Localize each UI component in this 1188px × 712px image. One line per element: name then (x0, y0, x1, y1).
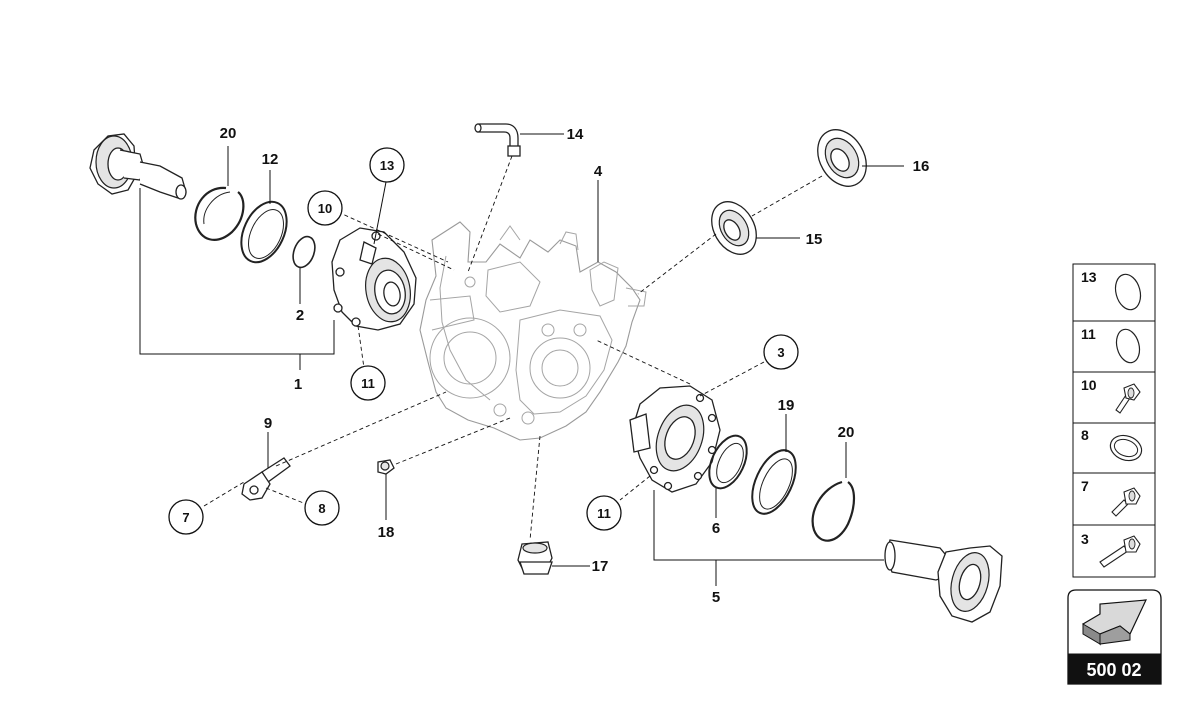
left-output-flange (89, 133, 187, 200)
callout-11-right-text: 11 (597, 506, 611, 521)
gearbox-housing (419, 221, 647, 441)
table-row[interactable]: 3 (1072, 524, 1156, 578)
label-9: 9 (264, 415, 272, 432)
circlip-right (811, 480, 856, 542)
label-16: 16 (913, 158, 930, 175)
label-1: 1 (294, 376, 302, 393)
callout-13[interactable]: 13 (369, 147, 405, 183)
label-4: 4 (594, 163, 603, 180)
callout-8-text: 8 (318, 501, 325, 516)
long-bolt-icon (1099, 535, 1141, 568)
callout-11-left-text: 11 (361, 376, 375, 391)
callout-3[interactable]: 3 (763, 334, 799, 370)
circlip-left (194, 186, 245, 241)
o-ring-6 (708, 434, 748, 490)
o-ring-icon (1114, 273, 1142, 311)
page-code-badge[interactable]: 500 02 (1067, 589, 1162, 685)
callout-13-text: 13 (380, 158, 394, 173)
label-18: 18 (378, 524, 395, 541)
label-19: 19 (778, 397, 795, 414)
callout-8[interactable]: 8 (304, 490, 340, 526)
sensor-9 (241, 457, 291, 501)
label-2: 2 (296, 307, 304, 324)
table-row-number: 8 (1081, 427, 1089, 443)
table-row[interactable]: 10 (1072, 371, 1156, 424)
callout-3-text: 3 (777, 345, 784, 360)
drain-plug-17 (517, 541, 553, 575)
table-row[interactable]: 7 (1072, 472, 1156, 526)
table-row-number: 10 (1081, 377, 1097, 393)
label-5: 5 (712, 589, 720, 606)
callout-10-text: 10 (318, 201, 332, 216)
table-row-number: 13 (1081, 269, 1097, 285)
table-row[interactable]: 8 (1072, 422, 1156, 474)
table-row-number: 7 (1081, 478, 1089, 494)
small-parts-table: 13 11 10 8 (1072, 263, 1156, 578)
label-20-left: 20 (220, 125, 237, 142)
label-6: 6 (712, 520, 720, 537)
label-20-right: 20 (838, 424, 855, 441)
callout-7[interactable]: 7 (168, 499, 204, 535)
callout-11-left[interactable]: 11 (350, 365, 386, 401)
callout-11-right[interactable]: 11 (586, 495, 622, 531)
page-code: 500 02 (1086, 660, 1141, 680)
part-labels: 20 12 2 1 14 4 16 15 19 20 6 5 9 18 17 (220, 125, 930, 606)
table-row-number: 11 (1081, 326, 1096, 342)
o-ring-2 (292, 235, 316, 269)
label-12: 12 (262, 151, 279, 168)
right-bearing-housing (629, 385, 721, 493)
gasket-ring-icon (1109, 434, 1143, 462)
right-output-flange (884, 539, 1003, 623)
hex-bolt-icon (1111, 487, 1141, 517)
plug-18 (377, 459, 395, 475)
left-bearing-housing (331, 227, 417, 331)
arrow-icon (1082, 599, 1147, 646)
seal-ring-19 (751, 449, 797, 515)
seal-16 (817, 129, 867, 187)
flange-bolt-icon (1115, 383, 1141, 414)
callout-7-text: 7 (182, 510, 189, 525)
o-ring-icon (1115, 328, 1141, 364)
callout-10[interactable]: 10 (307, 190, 343, 226)
label-14: 14 (567, 126, 584, 143)
leader-lines (139, 133, 904, 586)
table-row-number: 3 (1081, 531, 1089, 547)
seal-ring-12 (240, 200, 288, 264)
breather-pipe-14 (474, 123, 521, 157)
seal-15 (711, 201, 757, 255)
label-17: 17 (592, 558, 609, 575)
table-row[interactable]: 11 (1072, 320, 1156, 373)
label-15: 15 (806, 231, 823, 248)
table-row[interactable]: 13 (1072, 263, 1156, 322)
